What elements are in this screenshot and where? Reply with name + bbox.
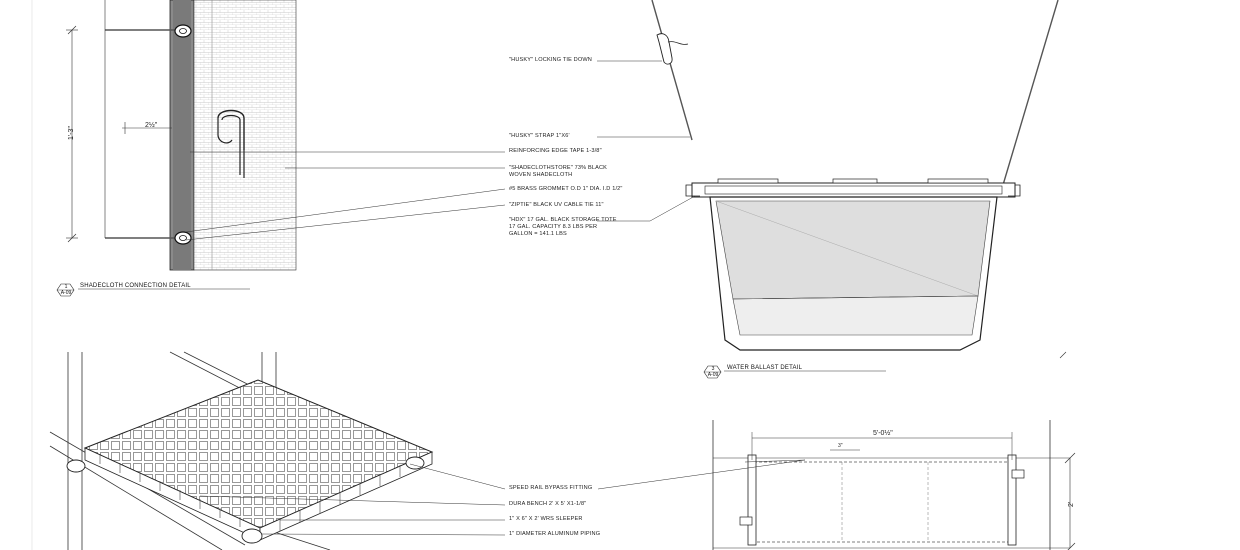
dimension-height: 1'-3" <box>68 126 75 140</box>
note-tote-2: 17 GAL. CAPACITY 8.3 LBS PER <box>509 224 598 230</box>
note-locking-tie-down: "HUSKY" LOCKING TIE DOWN <box>509 57 592 63</box>
bench-isometric-detail <box>49 351 506 550</box>
dimension-bench-width: 5'-0½" <box>873 430 893 437</box>
dimension-offset: 2½" <box>145 122 158 129</box>
detail-3-tag: 3 A-09 <box>704 366 722 380</box>
shadecloth-detail-title: SHADECLOTH CONNECTION DETAIL <box>80 283 191 289</box>
detail-1-tag: 1 A-09 <box>57 284 75 298</box>
ballast-detail <box>597 0 1067 379</box>
note-ziptie: "ZIPTIE" BLACK UV CABLE TIE 11" <box>509 202 604 208</box>
dimension-bench-small: 3" <box>838 443 843 449</box>
note-aluminum-piping: 1" DIAMETER ALUMINUM PIPING <box>509 531 601 537</box>
note-dura-bench: DURA BENCH 2' x 5' x1-1/8" <box>509 501 587 507</box>
note-speed-rail: SPEED RAIL BYPASS FITTING <box>509 485 593 491</box>
detail-3-number: 3 <box>711 366 715 372</box>
ballast-detail-title: WATER BALLAST DETAIL <box>727 365 803 371</box>
note-grommet: #5 BRASS GROMMET O.D 1" DIA. I.D 1/2" <box>509 186 623 192</box>
note-shadecloth-2: WOVEN SHADECLOTH <box>509 172 573 178</box>
shadecloth-detail <box>56 0 506 297</box>
note-tote-1: "HDX" 17 GAL. BLACK STORAGE TOTE <box>509 217 617 223</box>
detail-3-sheet: A-09 <box>707 372 719 378</box>
note-edge-tape: REINFORCING EDGE TAPE 1-3/8" <box>509 148 602 154</box>
bench-elevation-detail <box>597 420 1076 550</box>
dimension-bench-height: 2' <box>1068 501 1075 507</box>
note-strap: "HUSKY" STRAP 1"X6' <box>509 133 570 139</box>
note-tote-3: GALLON = 141.1 LBS <box>509 231 567 237</box>
detail-1-number: 1 <box>64 284 68 290</box>
detail-1-sheet: A-09 <box>60 290 72 296</box>
note-sleeper: 1" x 6" x 2' WRS SLEEPER <box>509 516 583 522</box>
note-shadecloth-1: "SHADECLOTHSTORE" 73% BLACK <box>509 165 608 171</box>
